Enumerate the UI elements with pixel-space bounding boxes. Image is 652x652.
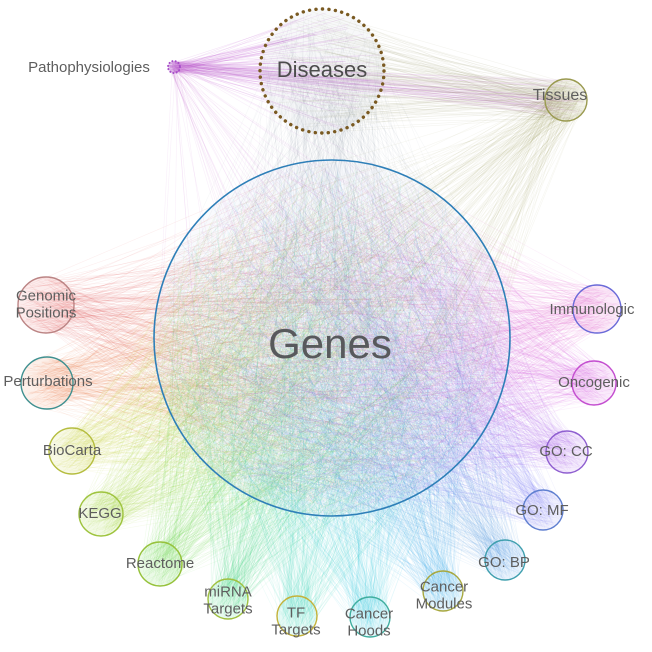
edge-bundle-genes-perturbations	[21, 173, 507, 513]
node-diseases[interactable]	[258, 7, 386, 135]
edge-bundle-genes-cancer_modules	[166, 162, 497, 611]
edge-bundle-genes-biocarta	[50, 163, 494, 507]
node-mirna_targets[interactable]	[207, 578, 249, 620]
edge-bundle-diseases-tissues	[261, 11, 587, 133]
edge-bundle-genes-kegg	[79, 169, 500, 536]
edge-bundle-pathophysiologies-genes	[157, 61, 491, 509]
edge-bundle-tissues-genes	[158, 79, 586, 514]
node-immunologic[interactable]	[572, 284, 622, 334]
node-go_mf[interactable]	[522, 489, 564, 531]
node-reactome[interactable]	[137, 541, 183, 587]
edge-bundle-genes-immunologic	[160, 169, 621, 514]
edge-bundle-genes-oncogenic	[160, 168, 615, 507]
node-go_cc[interactable]	[545, 430, 589, 474]
node-kegg[interactable]	[78, 491, 124, 537]
edge-bundle-pathophysiologies-tissues	[168, 61, 584, 120]
node-cancer_modules[interactable]	[422, 570, 464, 612]
edge-bundle-genes-mirna_targets	[158, 169, 500, 618]
edge-bundle-diseases-genes	[156, 12, 503, 507]
node-genes[interactable]	[153, 159, 511, 517]
node-go_bp[interactable]	[484, 539, 526, 581]
node-perturbations[interactable]	[20, 356, 74, 410]
edge-bundle-pathophysiologies-diseases	[168, 12, 383, 129]
node-cancer_hoods[interactable]	[349, 596, 391, 638]
node-pathophysiologies[interactable]	[167, 60, 181, 74]
edge-bundle-genes-genomic_positions	[19, 166, 503, 503]
edge-bundle-genes-tf_targets	[161, 164, 509, 636]
node-genomic_positions[interactable]	[17, 276, 75, 334]
edge-bundle-genes-go_mf	[156, 160, 563, 529]
edge-bundle-genes-go_cc	[158, 164, 588, 516]
node-tissues[interactable]	[544, 78, 588, 122]
node-tf_targets[interactable]	[276, 595, 318, 637]
node-oncogenic[interactable]	[571, 360, 617, 406]
edge-bundle-genes-cancer_hoods	[166, 166, 503, 637]
edge-bundle-genes-go_bp	[161, 164, 526, 580]
node-biocarta[interactable]	[48, 427, 96, 475]
edge-bundle-genes-reactome	[138, 164, 505, 585]
